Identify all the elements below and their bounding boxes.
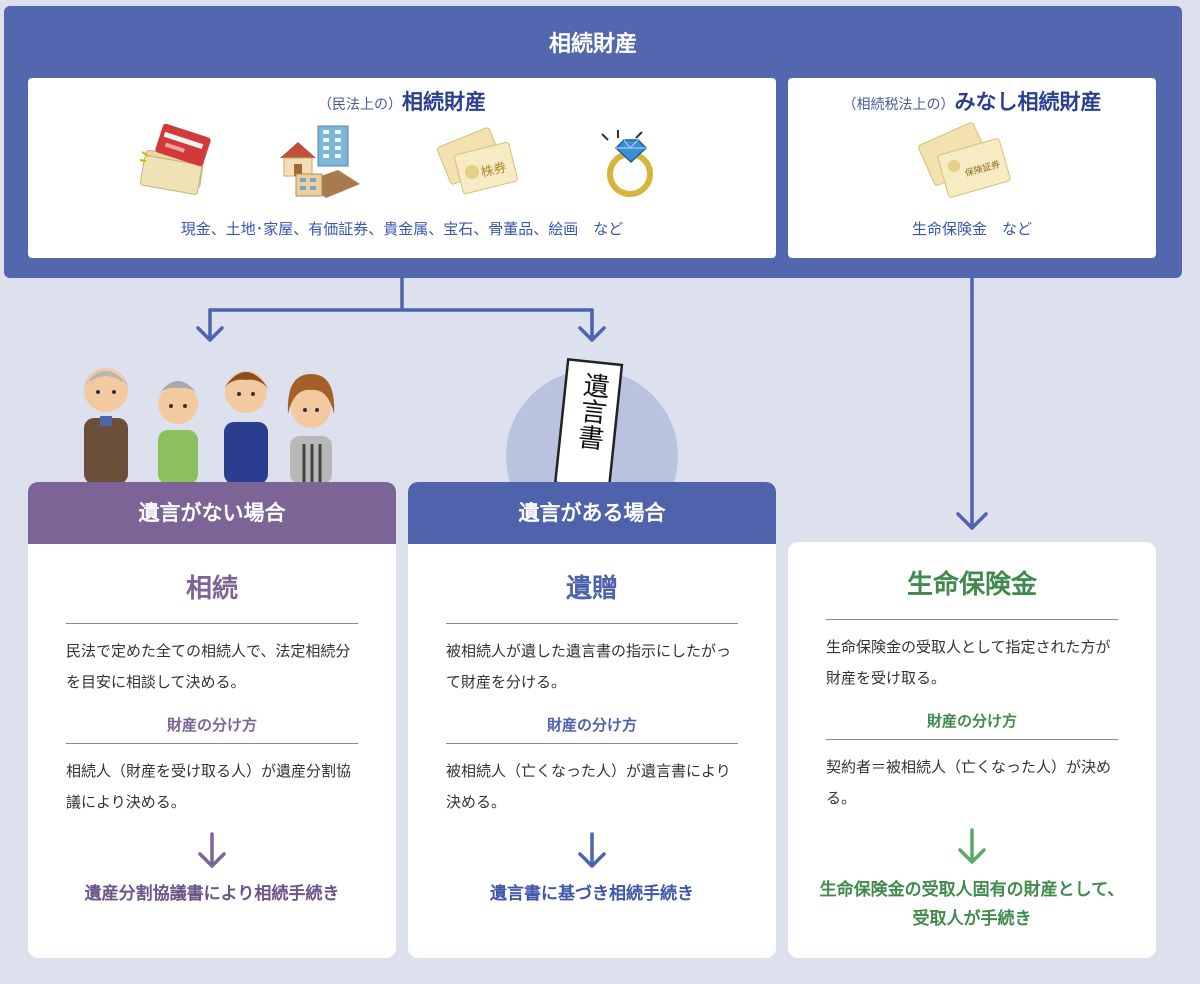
arrow-down-icon bbox=[408, 832, 776, 876]
divider bbox=[446, 743, 738, 744]
no-will-header: 遺言がない場合 bbox=[28, 482, 396, 544]
will-document-text: 遺言書 bbox=[564, 370, 619, 461]
divider bbox=[826, 739, 1118, 740]
with-will-method: 被相続人（亡くなった人）が遺言書により決める。 bbox=[446, 762, 731, 811]
civil-law-property-box: （民法上の）相続財産 株券 現金、土地･家屋、有価証券、貴金属、宝石、骨董品、絵… bbox=[28, 78, 776, 258]
life-insurance-card: 生命保険金 生命保険金の受取人として指定された方が財産を受け取る。 財産の分け方… bbox=[788, 542, 1156, 958]
cash-and-card-icon bbox=[139, 123, 211, 195]
insurance-method: 契約者＝被相続人（亡くなった人）が決める。 bbox=[826, 758, 1112, 807]
arrow-to-no-will bbox=[196, 308, 224, 342]
branch-line bbox=[208, 276, 594, 312]
securities-label: 株券 bbox=[479, 159, 508, 181]
family-illustration bbox=[84, 368, 335, 484]
deemed-prefix: （相続税法上の） bbox=[842, 97, 955, 113]
insurance-description: 生命保険金の受取人として指定された方が財産を受け取る。 bbox=[826, 638, 1111, 687]
deemed-caption: 生命保険金 など bbox=[911, 220, 1032, 238]
divider bbox=[66, 623, 358, 624]
deemed-property-box: （相続税法上の）みなし相続財産 保険証券 生命保険金 など bbox=[788, 78, 1156, 258]
civil-law-prefix: （民法上の） bbox=[318, 97, 402, 113]
will-document-illustration bbox=[506, 358, 678, 484]
land-house-icon bbox=[280, 125, 360, 198]
division-method-heading: 財産の分け方 bbox=[546, 716, 637, 734]
securities-icon: 株券 bbox=[436, 127, 518, 195]
divider bbox=[826, 619, 1118, 620]
inheritance-title: 相続 bbox=[185, 574, 238, 604]
with-will-header: 遺言がある場合 bbox=[408, 482, 776, 544]
insurance-result: 生命保険金の受取人固有の財産として、 受取人が手続き bbox=[788, 876, 1156, 934]
insurance-result-line2: 受取人が手続き bbox=[912, 909, 1032, 929]
divider bbox=[66, 743, 358, 744]
division-method-heading: 財産の分け方 bbox=[166, 716, 257, 734]
division-method-heading: 財産の分け方 bbox=[926, 712, 1017, 730]
deemed-heading: （相続税法上の）みなし相続財産 bbox=[788, 86, 1156, 116]
no-will-method: 相続人（財産を受け取る人）が遺産分割協議により決める。 bbox=[66, 762, 352, 811]
arrow-down-icon bbox=[788, 828, 1156, 872]
jewelry-ring-icon bbox=[601, 130, 653, 197]
civil-law-title: 相続財産 bbox=[402, 90, 486, 114]
will-document-label: 遺言書 bbox=[572, 370, 611, 452]
inherited-property-title: 相続財産 bbox=[548, 32, 637, 57]
life-insurance-title: 生命保険金 bbox=[906, 570, 1037, 600]
civil-law-caption: 現金、土地･家屋、有価証券、貴金属、宝石、骨董品、絵画 など bbox=[180, 220, 624, 238]
bequest-title: 遺贈 bbox=[565, 574, 618, 604]
with-will-description: 被相続人が遺した遺言書の指示にしたがって財産を分ける。 bbox=[446, 642, 732, 691]
with-will-card: 遺言がある場合 遺贈 被相続人が遺した遺言書の指示にしたがって財産を分ける。 財… bbox=[408, 482, 776, 958]
with-will-result: 遺言書に基づき相続手続き bbox=[490, 884, 694, 904]
insurance-certificate-icon: 保険証券 bbox=[918, 122, 1011, 198]
civil-law-heading: （民法上の）相続財産 bbox=[28, 86, 776, 116]
no-will-card: 遺言がない場合 相続 民法で定めた全ての相続人で、法定相続分を目安に相談して決め… bbox=[28, 482, 396, 958]
insurance-result-line1: 生命保険金の受取人固有の財産として、 bbox=[819, 880, 1125, 900]
divider bbox=[446, 623, 738, 624]
no-will-description: 民法で定めた全ての相続人で、法定相続分を目安に相談して決める。 bbox=[66, 642, 351, 691]
no-will-result: 遺産分割協議書により相続手続き bbox=[84, 884, 340, 904]
deemed-title: みなし相続財産 bbox=[954, 90, 1102, 114]
arrow-to-insurance bbox=[956, 276, 988, 530]
arrow-to-with-will bbox=[578, 308, 606, 342]
arrow-down-icon bbox=[28, 832, 396, 876]
